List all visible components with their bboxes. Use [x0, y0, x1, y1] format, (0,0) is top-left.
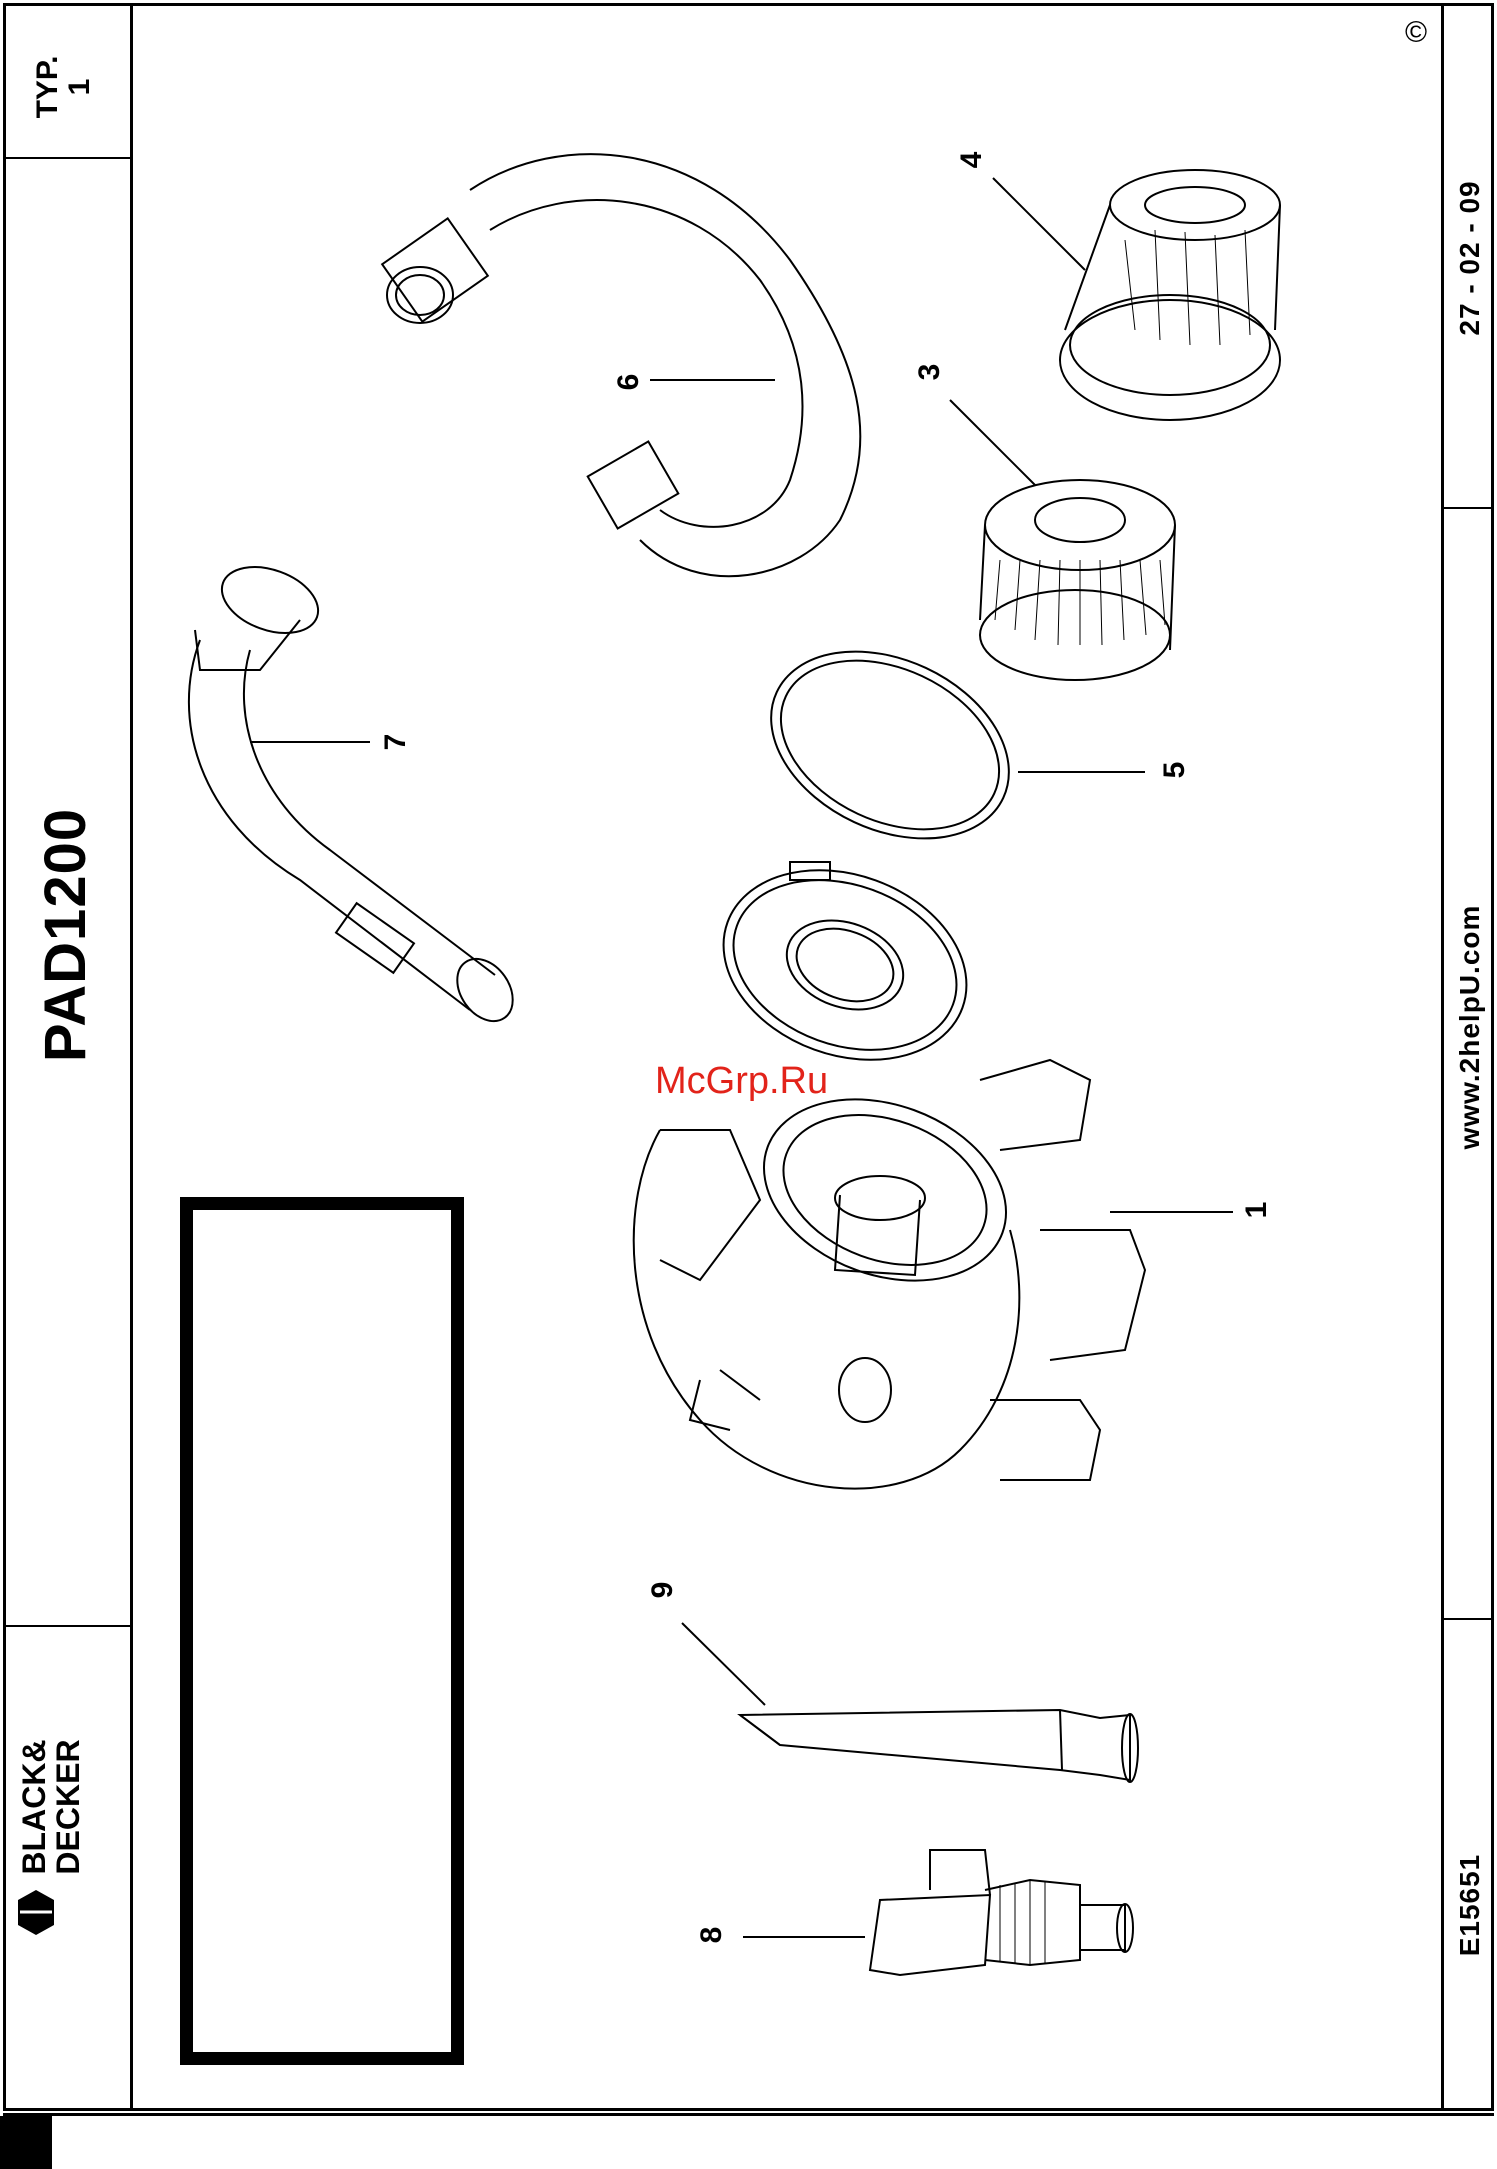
filter-cover-part-4 [1060, 170, 1280, 420]
callout-5: 5 [1158, 755, 1198, 785]
tube-part-7 [189, 555, 524, 1032]
callout-6: 6 [612, 367, 652, 397]
callout-4: 4 [955, 145, 995, 175]
seal-ring-part-5 [741, 615, 1039, 875]
brush-tool-part-8 [870, 1850, 1133, 1975]
callout-8: 8 [695, 1920, 735, 1950]
lid-part [697, 838, 993, 1093]
main-body-part-1 [634, 1060, 1145, 1489]
callout-9: 9 [646, 1575, 686, 1605]
hose-part-6 [382, 154, 860, 576]
watermark-text: McGrp.Ru [655, 1060, 828, 1103]
pleated-filter-part-3 [980, 480, 1175, 680]
crevice-tool-part-9 [740, 1710, 1138, 1782]
callout-3: 3 [913, 357, 953, 387]
callout-7: 7 [379, 727, 419, 757]
callout-leaders [250, 178, 1233, 1937]
callout-1: 1 [1240, 1195, 1280, 1225]
